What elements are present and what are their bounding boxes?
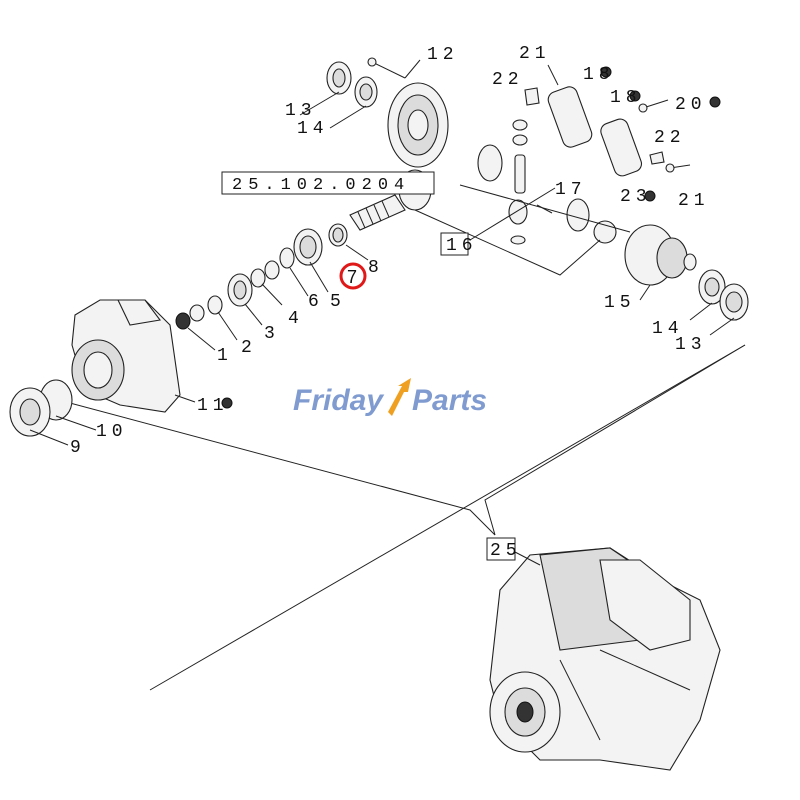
watermark-accent-icon	[388, 378, 411, 416]
leader-8	[345, 244, 369, 261]
leader-6	[289, 267, 309, 297]
leader-1	[187, 327, 216, 351]
leader-13a	[299, 91, 340, 116]
bearing-14-upper	[354, 76, 378, 108]
axle-housing	[71, 299, 181, 413]
part-number-20: 20	[675, 95, 707, 115]
part-number-23: 23	[620, 187, 652, 207]
section-divider-line	[149, 344, 746, 691]
flange-9	[9, 387, 51, 437]
ring-2	[207, 295, 223, 315]
leader-4	[261, 283, 283, 306]
part-number-18-lower: 18	[610, 88, 642, 108]
part-number-1: 1	[217, 346, 233, 366]
bearing-7	[293, 228, 323, 266]
leader-16b	[414, 209, 601, 276]
part-number-22-upper: 22	[492, 70, 524, 90]
differential-case	[624, 224, 697, 286]
spacer-8	[328, 223, 348, 247]
watermark-logo: Friday Parts	[293, 378, 487, 417]
assembly-leader-left	[39, 394, 496, 536]
part-number-2: 2	[241, 338, 257, 358]
ring-4	[250, 268, 266, 288]
marker-dot-19	[629, 90, 641, 102]
leader-14a	[329, 105, 367, 129]
leader-10	[55, 415, 97, 431]
callout-box-16	[440, 232, 469, 256]
leader-12	[404, 59, 421, 79]
watermark-right: Parts	[412, 384, 487, 417]
part-number-18-upper: 18	[583, 65, 615, 85]
part-number-3: 3	[264, 324, 280, 344]
leader-13b	[709, 317, 735, 336]
caps-and-bolts	[524, 64, 691, 177]
assembled-axle-housing	[489, 547, 721, 771]
leader-16a	[469, 187, 556, 241]
seal-1	[175, 304, 205, 330]
leader-9	[29, 429, 69, 446]
spider-gears	[477, 119, 617, 245]
part-number-15: 15	[604, 293, 636, 313]
callout-box-25	[486, 537, 516, 561]
leader-3	[244, 303, 263, 326]
marker-dot-11	[221, 397, 233, 409]
part-number-10: 10	[96, 422, 128, 442]
bearing-13-upper	[326, 61, 352, 95]
crown-gear	[387, 82, 449, 168]
part-number-8: 8	[368, 258, 384, 278]
bearing-14-lower	[698, 269, 726, 305]
leader-2	[217, 311, 238, 341]
ring-6	[279, 247, 295, 269]
part-number-25: 25	[490, 541, 522, 561]
part-number-14-lower: 14	[652, 319, 684, 339]
part-number-7: 7	[347, 267, 357, 287]
bearing-13-lower	[719, 283, 749, 321]
part-number-5: 5	[330, 292, 346, 312]
part-number-17: 17	[555, 180, 587, 200]
reference-code: 25.102.0204	[232, 176, 410, 195]
highlighted-part-7: 7	[339, 262, 367, 290]
marker-dot-20	[709, 96, 721, 108]
part-number-12: 12	[427, 45, 459, 65]
highlight-ring	[339, 262, 367, 290]
assembly-leader-right	[484, 344, 746, 536]
leader-16c	[459, 184, 631, 233]
leader-15	[639, 284, 651, 301]
part-number-11: 11	[197, 396, 229, 416]
part-number-6: 6	[308, 292, 324, 312]
marker-dot-23	[644, 190, 656, 202]
bolt-12	[367, 57, 406, 79]
leader-11	[174, 394, 196, 403]
leader-14b	[689, 302, 713, 321]
watermark-left: Friday	[293, 384, 384, 417]
leader-5	[309, 261, 329, 293]
leader-25	[514, 551, 541, 566]
part-number-22-lower: 22	[654, 128, 686, 148]
part-number-21-lower: 21	[678, 191, 710, 211]
ring-5	[264, 260, 280, 280]
part-number-16: 16	[446, 236, 478, 256]
part-number-4: 4	[288, 309, 304, 329]
marker-dot-18a	[600, 66, 612, 78]
part-number-13-lower: 13	[675, 335, 707, 355]
part-number-13-upper: 13	[285, 101, 317, 121]
part-number-21-upper: 21	[519, 44, 551, 64]
bearing-3	[227, 273, 253, 307]
part-number-14-upper: 14	[297, 119, 329, 139]
part-number-9: 9	[70, 438, 86, 458]
reference-box	[221, 171, 435, 195]
